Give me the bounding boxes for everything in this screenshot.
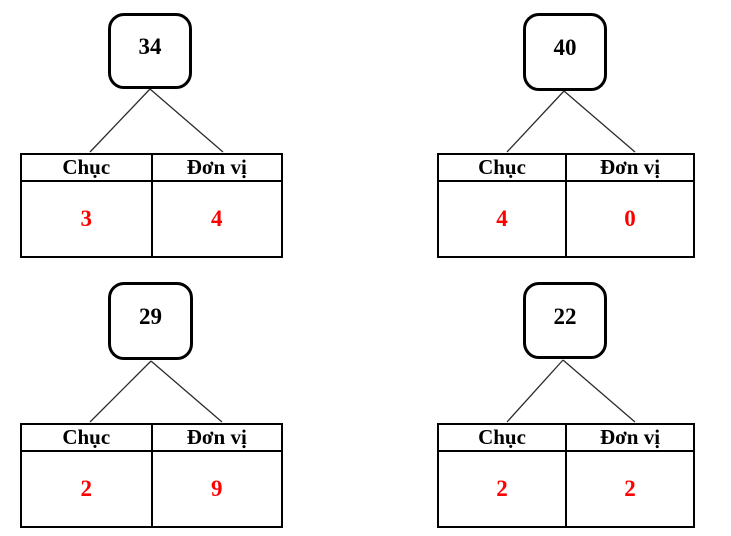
connector-line [89, 88, 151, 153]
tens-header: Chục [22, 425, 153, 450]
place-value-table: Chục Đơn vị 2 2 [437, 423, 695, 528]
tens-value: 4 [439, 182, 567, 256]
units-header: Đơn vị [186, 155, 247, 179]
connector-line [89, 360, 152, 423]
units-header: Đơn vị [599, 425, 661, 449]
number-label: 29 [139, 304, 162, 329]
table-value-row: 2 2 [439, 452, 693, 526]
units-value: 9 [211, 476, 223, 501]
table-value-row: 2 9 [22, 452, 281, 526]
place-value-table: Chục Đơn vị 3 4 [20, 153, 283, 258]
units-value: 2 [624, 476, 636, 501]
table-header-row: Chục Đơn vị [22, 155, 281, 182]
connector-line [563, 90, 636, 153]
units-value: 0 [624, 206, 636, 231]
table-header-row: Chục Đơn vị [439, 155, 693, 182]
table-header-row: Chục Đơn vị [22, 425, 281, 452]
tens-header: Chục [439, 425, 567, 450]
place-value-table: Chục Đơn vị 2 9 [20, 423, 283, 528]
number-label: 40 [553, 35, 577, 60]
number-box: 40 [523, 13, 607, 91]
tens-value: 2 [439, 452, 567, 526]
table-value-row: 4 0 [439, 182, 693, 256]
units-header: Đơn vị [599, 155, 661, 179]
number-box: 34 [108, 13, 192, 89]
number-box: 22 [523, 282, 607, 359]
number-box: 29 [108, 282, 193, 360]
connector-line [506, 359, 564, 423]
units-value: 4 [211, 206, 223, 231]
tens-value: 3 [22, 182, 153, 256]
units-header: Đơn vị [186, 425, 247, 449]
tens-header: Chục [22, 155, 153, 180]
tens-header: Chục [439, 155, 567, 180]
connector-line [506, 90, 565, 153]
tens-value: 2 [22, 452, 153, 526]
connector-line [149, 88, 224, 153]
table-value-row: 3 4 [22, 182, 281, 256]
connector-line [562, 359, 636, 423]
connector-line [150, 360, 223, 423]
number-label: 34 [138, 34, 162, 59]
number-label: 22 [553, 303, 577, 329]
place-value-table: Chục Đơn vị 4 0 [437, 153, 695, 258]
table-header-row: Chục Đơn vị [439, 425, 693, 452]
